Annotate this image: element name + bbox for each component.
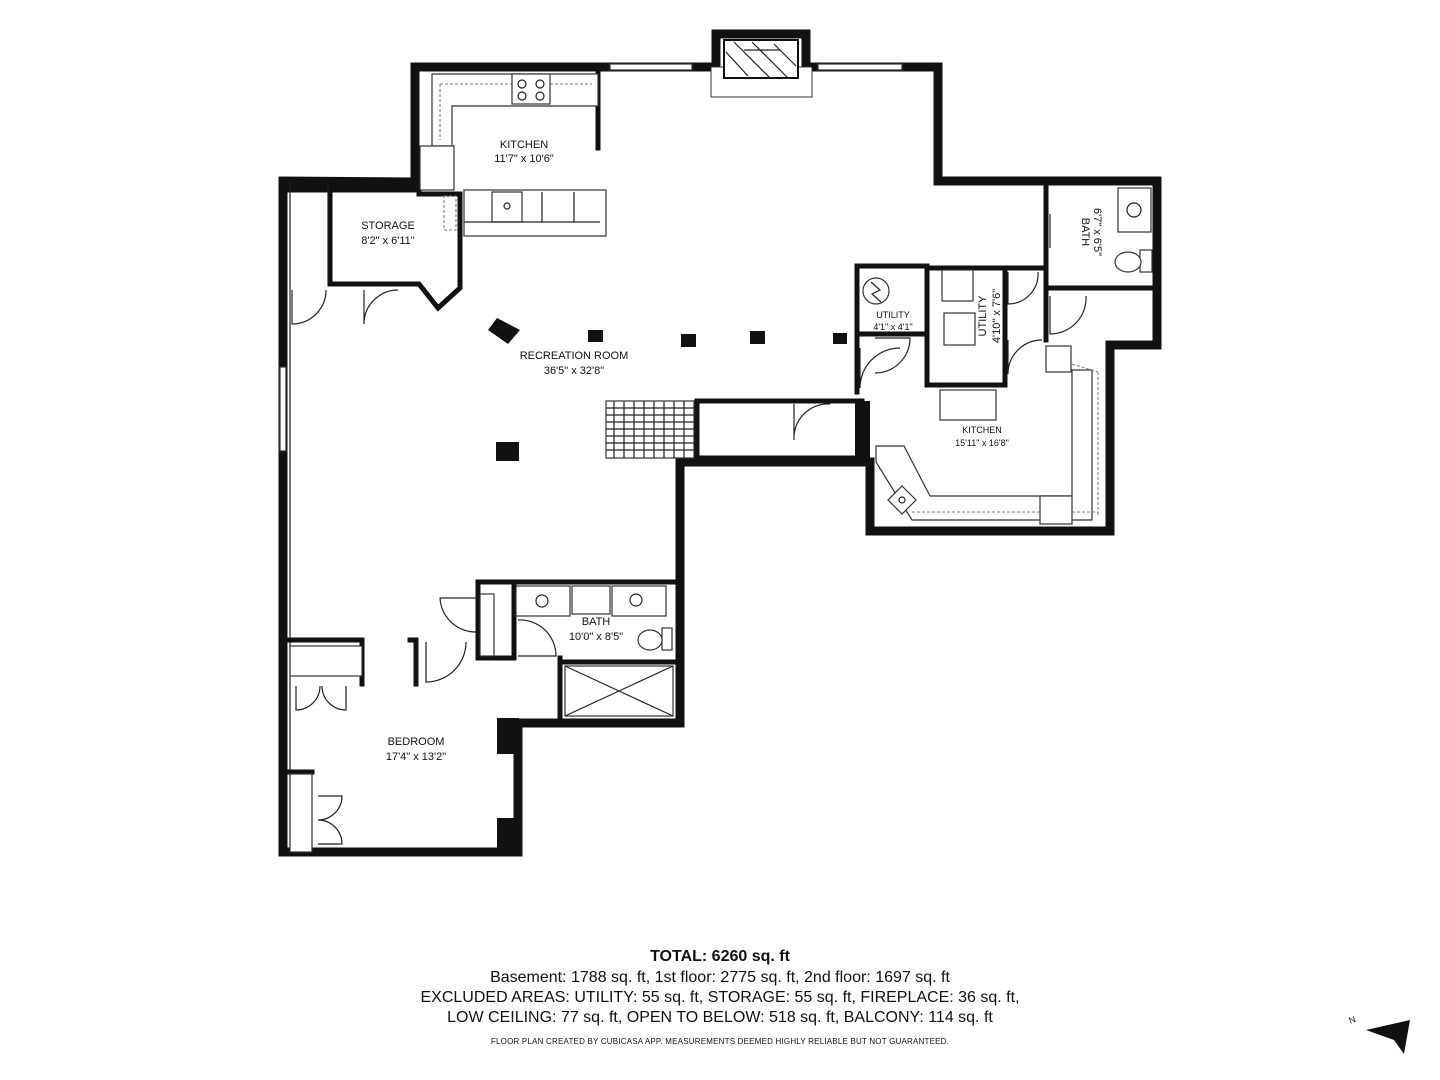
kitchen-second-name: KITCHEN (962, 425, 1002, 435)
room-labels: KITCHEN 11'7" x 10'6" STORAGE 8'2" x 6'1… (361, 139, 1103, 763)
recreation-room-dims: 36'5" x 32'8" (544, 365, 604, 377)
kitchen-main-dims: 11'7" x 10'6" (494, 153, 554, 165)
fireplace (710, 39, 813, 98)
excluded-areas: EXCLUDED AREAS: UTILITY: 55 sq. ft, STOR… (420, 989, 1020, 1006)
storage-dims: 8'2" x 6'11" (361, 235, 414, 247)
kitchen-main-name: KITCHEN (500, 139, 548, 151)
exterior-walls (278, 29, 1162, 857)
area-summary: TOTAL: 6260 sq. ft Basement: 1788 sq. ft… (0, 946, 1440, 1046)
kitchen-second-dims: 15'11" x 16'8" (955, 438, 1009, 448)
recreation-room-name: RECREATION ROOM (520, 350, 629, 362)
bath-main-name: BATH (582, 616, 611, 628)
bath-small-name: BATH (1079, 218, 1091, 247)
bath-main-dims: 10'0" x 8'5" (569, 631, 623, 643)
utility-large-name: UTILITY (977, 295, 989, 337)
fixtures (289, 73, 1153, 853)
north-arrow-icon (1366, 1020, 1410, 1054)
windows (279, 63, 903, 452)
doors (291, 214, 1087, 845)
floor-areas: Basement: 1788 sq. ft, 1st floor: 2775 s… (490, 969, 950, 986)
utility-small-dims: 4'1" x 4'1" (873, 322, 912, 332)
utility-small-name: UTILITY (876, 310, 910, 320)
utility-large-dims: 4'10" x 7'6" (991, 289, 1003, 343)
interior-walls (285, 69, 1158, 854)
total-area: TOTAL: 6260 sq. ft (650, 948, 790, 965)
bedroom-dims: 17'4" x 13'2" (386, 751, 446, 763)
excluded-areas-continued: LOW CEILING: 77 sq. ft, OPEN TO BELOW: 5… (447, 1009, 993, 1026)
bedroom-name: BEDROOM (388, 736, 445, 748)
bath-small-dims: 6'7" x 6'5" (1091, 208, 1103, 256)
storage-name: STORAGE (361, 220, 415, 232)
credit-note: FLOOR PLAN CREATED BY CUBICASA APP. MEAS… (490, 1037, 950, 1046)
